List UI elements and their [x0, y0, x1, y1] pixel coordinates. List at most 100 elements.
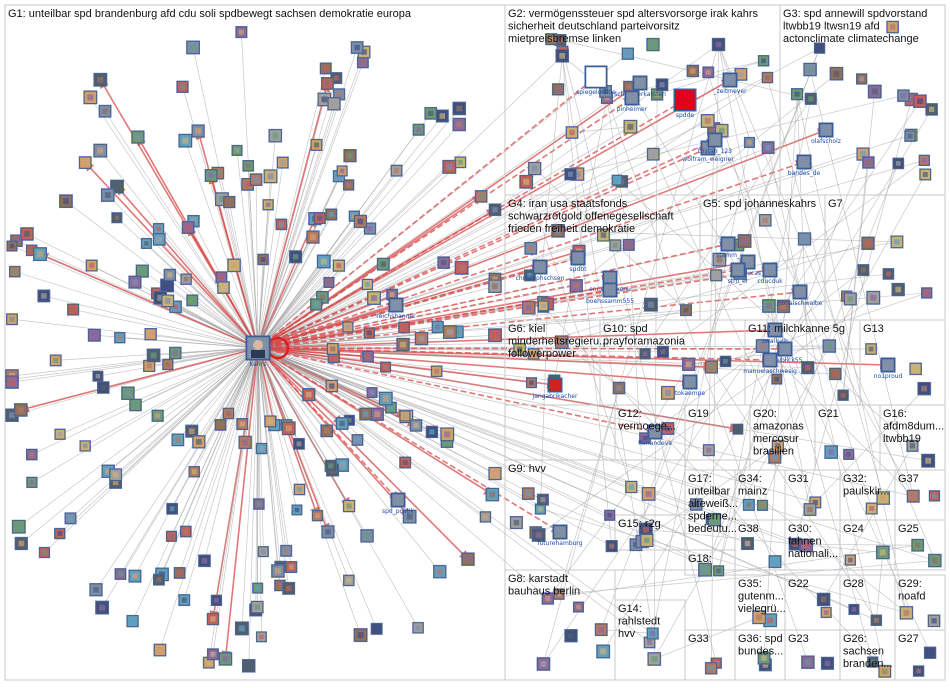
node-avatar[interactable] — [829, 367, 842, 381]
node-avatar[interactable] — [218, 652, 233, 666]
node-avatar[interactable] — [707, 512, 722, 527]
node-avatar[interactable] — [323, 276, 335, 289]
node-avatar[interactable] — [565, 126, 579, 139]
node-avatar[interactable] — [311, 509, 324, 522]
node-avatar[interactable] — [188, 465, 201, 478]
node-avatar[interactable] — [179, 525, 192, 538]
node-avatar[interactable] — [844, 554, 856, 566]
node-avatar[interactable] — [326, 342, 339, 356]
node-avatar[interactable] — [235, 26, 248, 39]
node-avatar[interactable] — [604, 509, 616, 521]
node-avatar[interactable] — [114, 568, 127, 580]
node-avatar[interactable] — [128, 275, 142, 289]
node-avatar[interactable] — [242, 159, 255, 172]
node-schneiderkarsten[interactable]: schneiderkarsten — [614, 75, 666, 99]
node-avatar[interactable] — [231, 144, 243, 157]
node-avatar[interactable] — [262, 199, 274, 211]
node-avatar[interactable] — [310, 138, 323, 151]
node-avatar[interactable] — [622, 238, 635, 251]
node-avatar[interactable] — [78, 156, 92, 170]
node-avatar[interactable] — [917, 381, 931, 396]
node-avatar[interactable] — [54, 527, 66, 540]
node-avatar[interactable] — [488, 328, 502, 343]
node-avatar[interactable] — [64, 512, 77, 525]
node-avatar[interactable] — [93, 143, 108, 158]
node-avatar[interactable] — [152, 573, 165, 586]
node-avatar[interactable] — [757, 651, 771, 665]
node-avatar[interactable] — [857, 264, 870, 276]
node-avatar[interactable] — [131, 130, 145, 144]
node-avatar[interactable] — [488, 279, 502, 294]
node-avatar[interactable] — [249, 173, 263, 186]
node-avatar[interactable] — [776, 299, 791, 314]
node-avatar[interactable] — [178, 133, 193, 148]
node-avatar[interactable] — [829, 66, 844, 81]
node-avatar[interactable] — [210, 594, 223, 607]
node-avatar[interactable] — [14, 536, 28, 551]
node-avatar[interactable] — [362, 350, 374, 363]
node-avatar[interactable] — [866, 290, 881, 305]
node-spd-politik[interactable]: spd_politik — [382, 492, 415, 516]
node-avatar[interactable] — [214, 419, 227, 431]
node-avatar[interactable] — [918, 154, 931, 167]
node-avatar[interactable] — [741, 537, 754, 550]
node-avatar[interactable] — [816, 592, 831, 607]
node-avatar[interactable] — [643, 297, 658, 312]
node-avatar[interactable] — [280, 544, 293, 557]
node-avatar[interactable] — [109, 468, 123, 482]
node-avatar[interactable] — [513, 342, 527, 356]
node-avatar[interactable] — [768, 450, 782, 464]
node-avatar[interactable] — [523, 269, 536, 282]
node-avatar[interactable] — [639, 348, 651, 360]
node-avatar[interactable] — [536, 657, 551, 671]
node-avatar[interactable] — [878, 664, 892, 678]
node-avatar[interactable] — [531, 528, 546, 542]
node-avatar[interactable] — [275, 218, 288, 231]
node-avatar[interactable] — [204, 169, 218, 182]
node-avatar[interactable] — [768, 555, 782, 569]
node-avatar[interactable] — [140, 237, 152, 249]
node-avatar[interactable] — [553, 588, 565, 600]
node-avatar[interactable] — [891, 282, 905, 297]
node-avatar[interactable] — [396, 337, 410, 352]
node-avatar[interactable] — [234, 621, 249, 636]
node-avatar[interactable] — [178, 594, 191, 607]
node-avatar[interactable] — [527, 161, 542, 176]
node-avatar[interactable] — [402, 509, 417, 524]
node-avatar[interactable] — [474, 190, 488, 203]
node-avatar[interactable] — [33, 247, 47, 262]
node-jm-lucas[interactable]: jm_lucas — [734, 254, 761, 278]
node-avatar[interactable] — [820, 656, 835, 670]
node-zwailuch[interactable]: zwailuch — [762, 322, 788, 346]
node-avatar[interactable] — [412, 621, 424, 634]
node-avatar[interactable] — [163, 268, 177, 282]
node-avatar[interactable] — [801, 655, 815, 669]
node-manuelaschwesig[interactable]: manuelaschwesig — [743, 352, 797, 376]
node-avatar[interactable] — [343, 149, 357, 163]
node-avatar[interactable] — [289, 250, 303, 264]
node-avatar[interactable] — [6, 240, 18, 252]
node-avatar[interactable] — [252, 582, 264, 594]
node-avatar[interactable] — [324, 459, 337, 473]
node-avatar[interactable] — [551, 224, 565, 238]
node-avatar[interactable] — [255, 631, 267, 643]
node-avatar[interactable] — [713, 565, 725, 577]
node-avatar[interactable] — [867, 656, 879, 668]
node-avatar[interactable] — [919, 168, 932, 181]
node-avatar[interactable] — [525, 377, 537, 389]
node-avatar[interactable] — [255, 442, 268, 455]
node-avatar[interactable] — [268, 128, 283, 143]
node-avatar[interactable] — [13, 403, 28, 417]
node-avatar[interactable] — [661, 422, 675, 435]
node-avatar[interactable] — [85, 259, 98, 272]
node-avatar[interactable] — [655, 78, 669, 92]
node-avatar[interactable] — [191, 124, 205, 138]
node-avatar[interactable] — [320, 424, 334, 438]
node-avatar[interactable] — [555, 49, 569, 63]
node-jangabrikacher[interactable]: jangabrikacher — [532, 377, 578, 401]
node-avatar[interactable] — [236, 418, 249, 431]
node-avatar[interactable] — [758, 213, 772, 227]
node-avatar[interactable] — [370, 407, 384, 421]
node-avatar[interactable] — [336, 165, 348, 177]
node-avatar[interactable] — [569, 279, 583, 293]
